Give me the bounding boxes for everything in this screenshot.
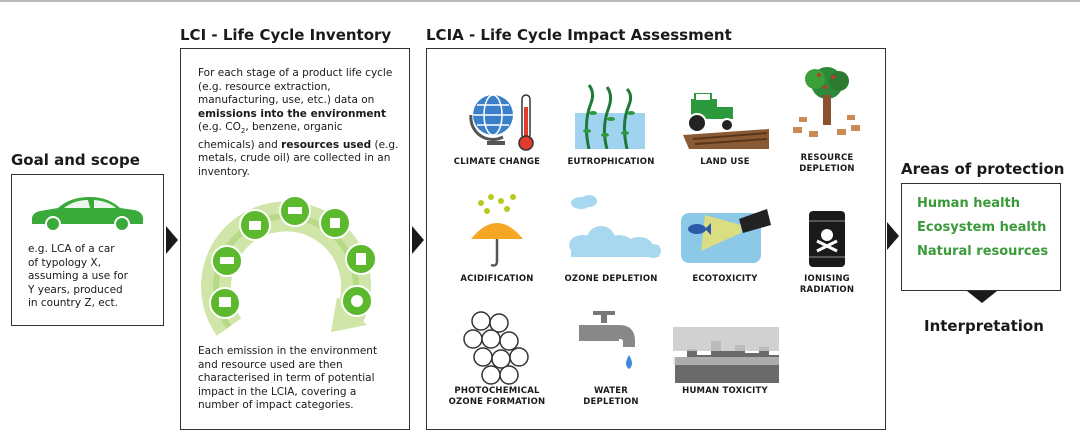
umbrella-rain-icon — [471, 194, 523, 267]
arrow-lcia-to-aop — [887, 222, 899, 250]
tractor-field-icon — [683, 93, 769, 149]
category-label-eutrophication: EUTROPHICATION — [567, 157, 655, 167]
goal-title: Goal and scope — [11, 151, 140, 169]
aop-item-human-health: Human health — [917, 196, 1021, 211]
algae-icon — [575, 84, 645, 149]
polluted-water-fish-icon — [681, 209, 771, 263]
category-label-water-depletion: WATER DEPLETION — [583, 386, 639, 407]
lci-outro-text: Each emission in the environment and res… — [198, 345, 378, 411]
aop-box: Human health Ecosystem health Natural re… — [901, 183, 1061, 291]
interpretation-label: Interpretation — [924, 317, 1044, 335]
aop-item-ecosystem-health: Ecosystem health — [917, 220, 1047, 235]
category-label-acidification: ACIDIFICATION — [460, 274, 534, 284]
arrow-goal-to-lci — [166, 226, 178, 254]
radioactive-barrel-icon — [809, 211, 845, 267]
lcia-box: CLIMATE CHANGE EUTROPHICATION LAND USE R… — [426, 48, 886, 430]
tap-icon — [579, 311, 635, 369]
category-label-human-toxicity: HUMAN TOXICITY — [682, 386, 768, 396]
globe-thermometer-icon — [469, 94, 534, 151]
lcia-title: LCIA - Life Cycle Impact Assessment — [426, 26, 732, 44]
lci-title: LCI - Life Cycle Inventory — [180, 26, 392, 44]
category-label-photochemical-ozone-formation: PHOTOCHEMICAL OZONE FORMATION — [448, 386, 546, 407]
aop-item-natural-resources: Natural resources — [917, 244, 1049, 259]
category-label-ozone-depletion: OZONE DEPLETION — [564, 274, 658, 284]
tree-stumps-icon — [793, 67, 860, 137]
top-divider — [0, 0, 1080, 2]
aop-title: Areas of protection — [901, 160, 1065, 178]
arrow-lci-to-lcia — [412, 226, 424, 254]
lci-box: For each stage of a product life cycle (… — [180, 48, 410, 430]
city-smog-icon — [673, 327, 779, 383]
car-icon — [31, 197, 144, 232]
category-label-ecotoxicity: ECOTOXICITY — [692, 274, 758, 284]
arrow-aop-to-interpretation — [967, 291, 997, 303]
lci-intro-text: For each stage of a product life cycle (… — [198, 67, 399, 178]
category-label-ionising-radiation: IONISING RADIATION — [799, 274, 855, 295]
molecules-icon — [463, 311, 529, 385]
category-label-climate-change: CLIMATE CHANGE — [453, 157, 541, 167]
category-label-land-use: LAND USE — [700, 157, 750, 167]
clouds-icon — [569, 195, 661, 258]
life-cycle-loop-icon — [201, 197, 377, 336]
category-label-resource-depletion: RESOURCE DEPLETION — [799, 153, 855, 174]
